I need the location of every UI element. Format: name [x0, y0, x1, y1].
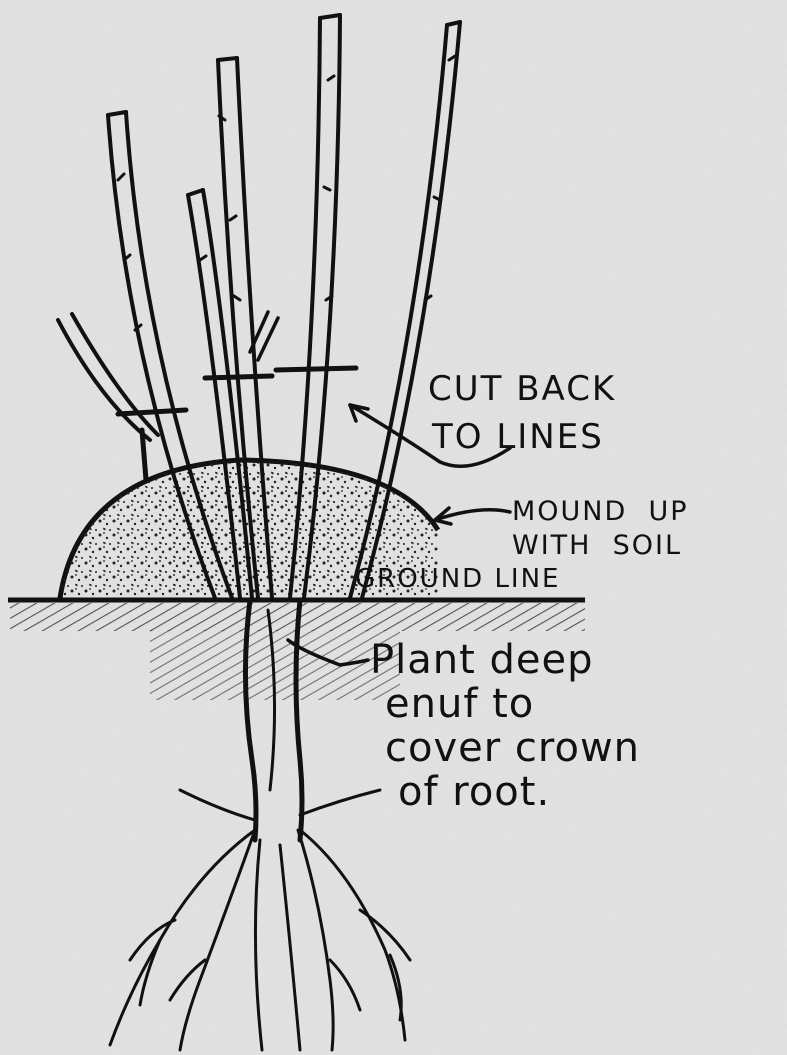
label-plant-line2: enuf to — [385, 684, 534, 725]
label-mound-line2: WITH SOIL — [512, 532, 682, 559]
label-cut-back-line2: TO LINES — [432, 420, 604, 454]
label-cut-back-line1: CUT BACK — [428, 372, 616, 406]
label-plant-line3: cover crown — [385, 728, 640, 769]
label-ground-line: GROUND LINE — [355, 566, 560, 592]
label-mound-line1: MOUND UP — [512, 498, 689, 525]
label-plant-line1: Plant deep — [370, 640, 594, 681]
label-plant-line4: of root. — [398, 772, 550, 813]
